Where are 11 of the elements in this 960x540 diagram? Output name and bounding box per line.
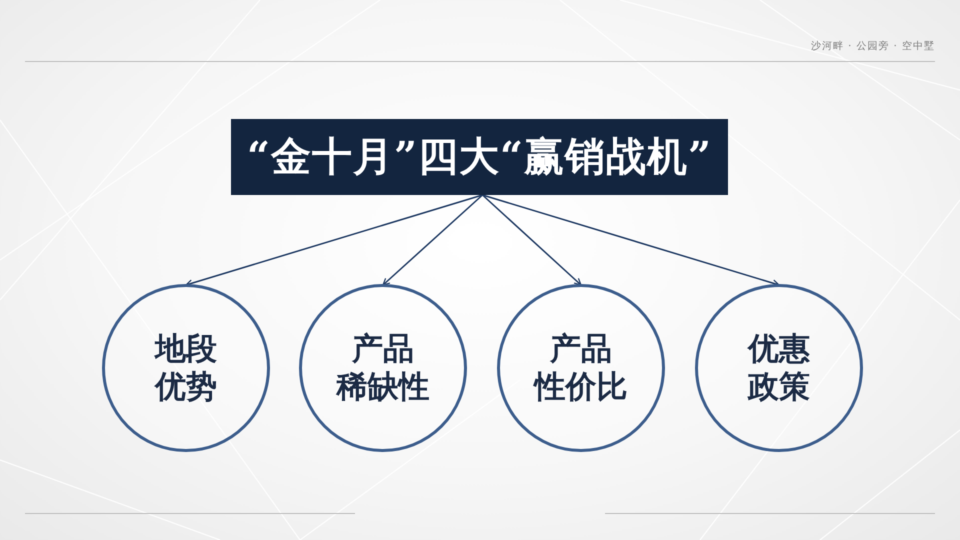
- arrow: [382, 194, 483, 286]
- node-text: 地段优势: [155, 330, 217, 406]
- tagline: 沙河畔 · 公园旁 · 空中墅: [810, 40, 935, 53]
- node-text: 优惠政策: [748, 330, 810, 406]
- banner-title: “金十月”四大“赢销战机”: [246, 135, 712, 179]
- arrow: [185, 194, 483, 287]
- node-text: 产品稀缺性: [336, 330, 430, 406]
- title-banner: [231, 119, 728, 195]
- node-text: 产品性价比: [534, 330, 628, 406]
- arrow: [482, 194, 780, 287]
- arrow: [482, 194, 582, 286]
